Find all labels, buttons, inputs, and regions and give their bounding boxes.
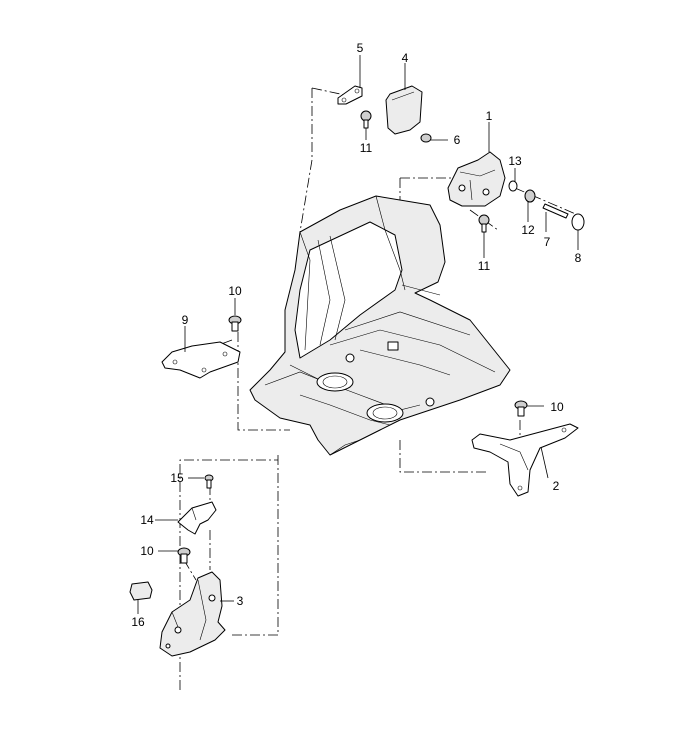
cap-16-part — [129, 581, 153, 601]
long-bolt-7-part — [542, 203, 569, 219]
callout-2: 2 — [553, 479, 560, 493]
mount-bolt-part — [478, 214, 490, 233]
callout-6: 6 — [454, 133, 461, 147]
callout-4: 4 — [402, 51, 409, 65]
callout-7: 7 — [544, 235, 551, 249]
callout-8: 8 — [575, 251, 582, 265]
screw-15-part — [204, 474, 214, 489]
callout-16: 16 — [131, 615, 145, 629]
trim-cover-part — [385, 85, 423, 135]
clip-14-part — [177, 501, 217, 535]
callout-12: 12 — [521, 223, 535, 237]
callout-10-right: 10 — [550, 400, 564, 414]
rear-floor-assembly — [249, 195, 511, 456]
bracket-plate-part — [337, 85, 363, 105]
bolt-10-right-part — [514, 400, 528, 417]
disc-8-part — [571, 213, 585, 231]
washer-part — [420, 133, 432, 143]
engine-mount-part — [447, 151, 506, 207]
right-bracket-part — [471, 423, 579, 497]
callout-13: 13 — [508, 154, 522, 168]
callout-1: 1 — [486, 109, 493, 123]
callout-11-upper: 11 — [360, 141, 373, 155]
callout-14: 14 — [140, 513, 154, 527]
leader-lines — [137, 55, 579, 614]
callout-10-upper: 10 — [228, 284, 242, 298]
callout-11-lower: 11 — [478, 259, 491, 273]
callout-10-lower: 10 — [140, 544, 154, 558]
callout-3: 3 — [237, 594, 244, 608]
left-bracket-part — [161, 341, 241, 379]
nut-12-part — [524, 189, 536, 203]
control-unit-bracket-3-part — [159, 571, 226, 657]
callout-5: 5 — [357, 41, 364, 55]
callout-15: 15 — [170, 471, 184, 485]
washer-13-part — [508, 180, 518, 192]
callout-9: 9 — [182, 313, 189, 327]
bolt-10-upper-part — [228, 315, 242, 332]
bolt-part — [360, 110, 372, 129]
bolt-10-lower-part — [177, 547, 191, 564]
callout-labels: 1 2 3 4 5 6 7 8 9 10 10 10 11 11 12 13 1… — [131, 41, 581, 629]
